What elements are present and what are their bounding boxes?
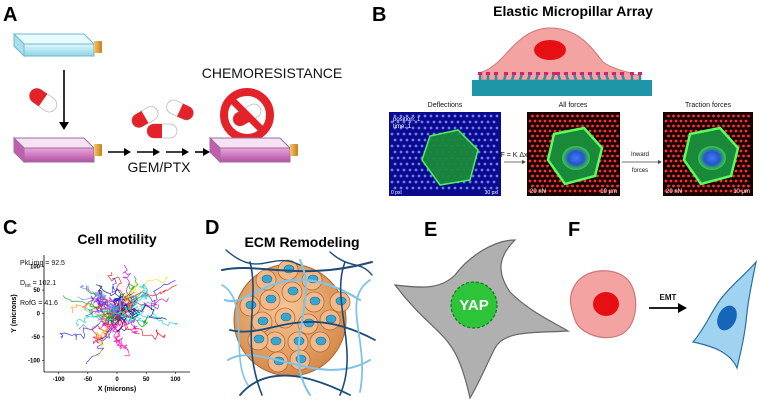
scale-left: 20 nN: [666, 189, 682, 195]
motility-chart: -100 -50 0 50 100 -100 -50 0 50 100 X (microns) Y (…: [11, 255, 190, 393]
pill-icon: [166, 99, 194, 121]
trajectory-line: [116, 313, 179, 327]
trajectory-line: [83, 305, 120, 318]
panel-b: B Elastic Micropillar Array position: 1 …: [372, 3, 753, 196]
step-label-line1: Inward: [631, 152, 649, 158]
substrate: [472, 80, 652, 96]
trajectory-line: [116, 303, 134, 317]
x-tick-label: 0: [115, 377, 119, 383]
panel-letter-a: A: [3, 4, 17, 26]
trajectory-line: [116, 282, 138, 314]
inward-forces-arrow: Inward forces: [622, 152, 662, 174]
panel-letter-f: F: [568, 219, 580, 241]
y-tick-label: -50: [31, 335, 40, 341]
scale-left: 20 nN: [530, 189, 546, 195]
y-tick-label: -100: [28, 358, 41, 364]
trajectory-line: [94, 313, 118, 357]
equation-arrow: F = K Δx: [500, 152, 528, 164]
trajectory-line: [115, 313, 166, 341]
nucleus-icon: [717, 305, 737, 331]
scale-right: 10 μm: [733, 189, 750, 195]
flask-empty: [12, 32, 102, 58]
treatment-label: GEM/PTX: [127, 159, 191, 175]
y-tick-label: 0: [37, 312, 41, 318]
trajectory-line: [96, 293, 118, 316]
flask-with-cells: [12, 136, 102, 164]
image-caption: All forces: [559, 102, 588, 109]
panel-b-title: Elastic Micropillar Array: [493, 3, 653, 19]
x-tick-label: 50: [143, 377, 150, 383]
panel-a: A: [3, 4, 342, 175]
emt-label: EMT: [660, 293, 677, 302]
down-arrow-icon: [59, 70, 69, 130]
trajectory-line: [94, 302, 123, 323]
panel-e: E YAP: [393, 219, 570, 400]
panel-f: F EMT: [568, 219, 758, 370]
image-all-forces: 20 nN 10 μm All forces: [527, 102, 620, 196]
no-pills-icon: [220, 88, 274, 142]
stat-line-1: PkLimg = 92.5: [20, 260, 65, 267]
panel-letter-b: B: [372, 4, 386, 26]
trajectory-line: [85, 285, 118, 319]
panel-d: D ECM Remodeling: [205, 217, 376, 396]
position-overlay: position: 1: [393, 117, 421, 123]
panel-letter-c: C: [3, 217, 17, 239]
treatment-arrows: [108, 148, 210, 156]
yap-label: YAP: [459, 297, 488, 314]
trajectory-line: [116, 284, 177, 317]
stat-line-3: RofG = 41.6: [20, 300, 58, 307]
nucleus-icon: [593, 292, 619, 316]
trajectory-line: [116, 301, 160, 318]
panel-c: C Cell motility -100 -50 0 50 100 -100 -50 0 50 1…: [3, 217, 190, 393]
trajectory-line: [106, 312, 123, 348]
pill-icon: [131, 106, 159, 128]
ecm-illustration: [221, 249, 376, 396]
yap-nucleus: [450, 281, 498, 329]
panel-letter-e: E: [424, 219, 437, 241]
x-tick-label: -100: [53, 377, 66, 383]
trajectory-line: [113, 313, 123, 350]
chemoresistance-label: CHEMORESISTANCE: [202, 65, 343, 81]
image-caption: Deflections: [428, 102, 463, 109]
panel-c-title: Cell motility: [77, 231, 157, 247]
flask-resistant-cells: [208, 136, 298, 164]
y-tick-label: 50: [33, 288, 40, 294]
panel-d-title: ECM Remodeling: [244, 234, 359, 250]
y-tick-label: 100: [30, 265, 41, 271]
cell-illustration: YAP: [393, 239, 570, 400]
y-axis-label: Y (microns): [11, 294, 18, 332]
image-deflections: position: 1 time: 1 0 pxl 30 pxl Deflect…: [389, 102, 501, 196]
trajectory-line: [116, 283, 148, 316]
trajectory-line: [59, 313, 118, 341]
micropillar-cell-illustration: [472, 27, 652, 96]
scale-right: 10 μm: [600, 189, 617, 195]
trajectory-line: [116, 283, 149, 321]
pill-icon: [29, 87, 58, 113]
stat-line-2: Dtot = 102.1: [20, 280, 56, 289]
step-label-line2: forces: [632, 168, 648, 174]
x-axis-label: X (microns): [98, 386, 137, 393]
trajectory-line: [92, 313, 123, 345]
trajectory-line: [116, 308, 128, 332]
image-traction-forces: 20 nN 10 μm Traction forces: [663, 102, 753, 196]
scale-left: 0 pxl: [391, 190, 402, 196]
trajectory-line: [104, 302, 119, 317]
pill-icon: [146, 123, 178, 139]
equation-label: F = K Δx: [500, 152, 528, 159]
mesenchymal-cell: [691, 259, 758, 370]
x-tick-label: 100: [170, 377, 181, 383]
x-tick-label: -50: [83, 377, 92, 383]
trajectory-line: [114, 301, 162, 320]
scale-right: 30 pxl: [485, 190, 498, 196]
micropillars: [478, 72, 642, 81]
nucleus-icon: [534, 40, 566, 60]
panel-letter-d: D: [205, 217, 219, 239]
epithelial-cell: [569, 270, 637, 339]
trajectory-line: [93, 291, 118, 315]
time-overlay: time: 1: [393, 124, 412, 130]
emt-arrow: EMT: [649, 293, 687, 313]
image-caption: Traction forces: [685, 102, 732, 109]
